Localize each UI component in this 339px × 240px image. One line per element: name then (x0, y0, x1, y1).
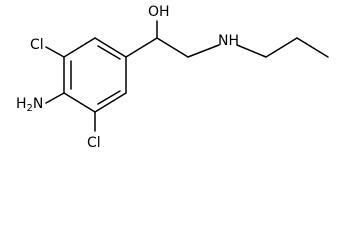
ring-bond-6 (63, 37, 96, 58)
chloro-bottom-label: Cl (87, 135, 101, 151)
ring-double-bond-1 (97, 45, 121, 60)
ring-bond-4 (63, 92, 96, 113)
ring-bond-3 (94, 92, 127, 113)
bond-c1-c2 (265, 37, 298, 58)
bond-ring-nh2 (45, 92, 65, 104)
ring-double-bond-2 (97, 90, 121, 105)
amine-label: NH (218, 33, 239, 49)
bond-n-c1 (236, 44, 267, 58)
amino-label: H2N (16, 96, 43, 114)
bond-ch2-n (187, 44, 220, 58)
bond-ring-choh (125, 37, 158, 58)
bond-c-ch2 (156, 37, 189, 58)
bond-c2-c3 (296, 37, 329, 58)
ring-bond-1 (94, 37, 127, 58)
hydroxyl-label: OH (148, 4, 170, 20)
bond-ring-cl-top (45, 46, 65, 58)
chloro-top-label: Cl (30, 37, 44, 53)
molecule-diagram: OH NH H2N Cl Cl (16, 4, 329, 151)
